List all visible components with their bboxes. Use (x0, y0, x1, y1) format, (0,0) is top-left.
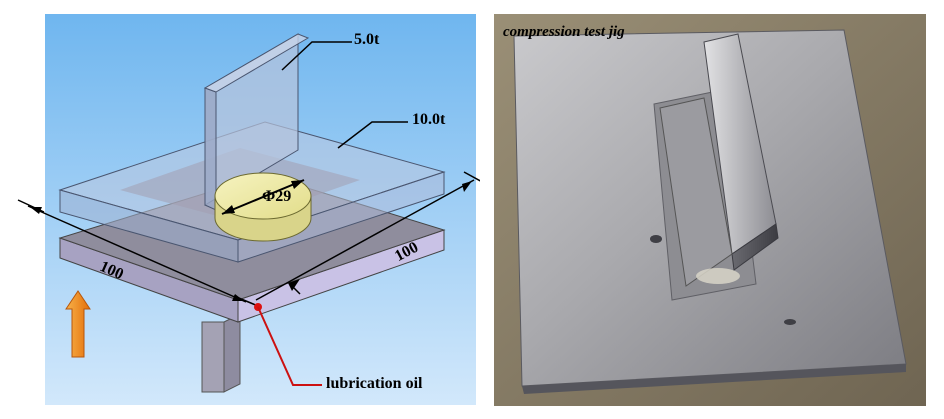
jig-photo (494, 14, 926, 406)
label-diameter: Φ29 (262, 188, 292, 205)
dimension-line-left (27, 205, 247, 303)
label-10t: 10.0t (412, 111, 446, 128)
photo-caption: compression test jig (503, 24, 625, 40)
diameter-dimension-line (221, 179, 305, 215)
label-lubrication-oil: lubrication oil (326, 375, 423, 392)
support-leg (201, 321, 225, 393)
dimension-line-right (255, 179, 475, 301)
weld-bead (696, 268, 740, 284)
label-5t: 5.0t (354, 31, 380, 48)
up-arrow-icon (65, 290, 91, 358)
leader-oil (257, 306, 322, 386)
leader-10t (337, 121, 408, 149)
leader-5t (281, 41, 352, 71)
jig-schematic (17, 14, 480, 405)
vertical-plate-5t (203, 33, 310, 211)
